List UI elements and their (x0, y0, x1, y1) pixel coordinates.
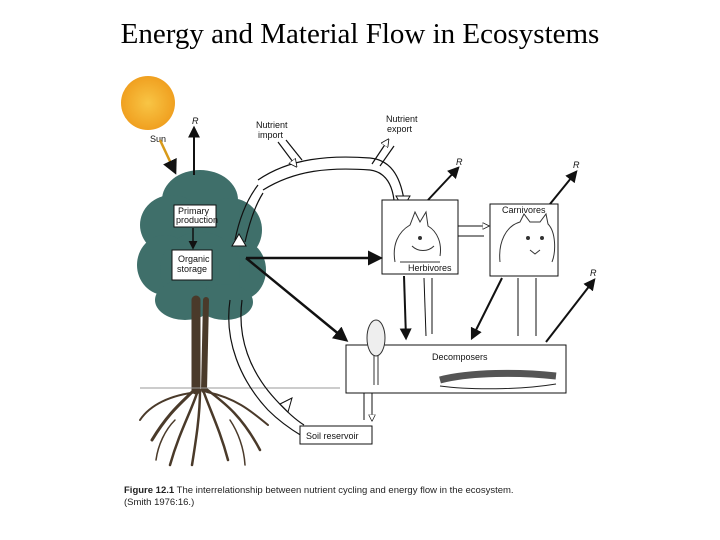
nutrient-export-label-1: Nutrient (386, 114, 418, 124)
sun-label: Sun (150, 134, 166, 144)
herbivore-respiration-arrow (427, 166, 460, 201)
decomposers-box (345, 344, 567, 394)
herbivores-to-decomposers-arrow (399, 275, 412, 341)
figure-caption: Figure 12.1 The interrelationship betwee… (124, 485, 584, 509)
slide-title: Energy and Material Flow in Ecosystems (120, 18, 600, 50)
mushroom-icon (366, 319, 386, 385)
loop-arrowhead-left (231, 233, 247, 247)
sun-icon (121, 76, 175, 130)
primary-production-label-1: Primary (178, 206, 209, 216)
carnivore-respiration-label: R (573, 160, 580, 170)
sunlight-arrow (158, 139, 177, 175)
nutrient-export-label-2: export (387, 124, 413, 134)
herbivore-respiration-label: R (456, 157, 463, 167)
organic-storage-label-1: Organic (178, 254, 210, 264)
soil-reservoir-label: Soil reservoir (306, 431, 359, 441)
primary-production-label-2: production (176, 215, 218, 225)
organic-storage-label-2: storage (177, 264, 207, 274)
carnivore-respiration-arrow (549, 170, 578, 205)
carnivores-to-decomposers-arrow (470, 277, 503, 341)
nutrient-import-label-1: Nutrient (256, 120, 288, 130)
nutrient-cycle-loop (228, 156, 405, 437)
decomposer-respiration-label: R (590, 268, 597, 278)
tree-respiration-label: R (192, 116, 199, 126)
nutrient-import-label-2: import (258, 130, 284, 140)
soil-reservoir-box (299, 425, 373, 445)
organic-storage-box (171, 249, 213, 281)
loop-arrowhead-bottom (279, 397, 293, 413)
tree-trunk (139, 295, 269, 467)
millipede-icon (439, 369, 557, 390)
decomposers-label: Decomposers (432, 352, 488, 362)
carnivores-label: Carnivores (502, 205, 546, 215)
caption-figure-number: Figure 12.1 (124, 485, 175, 496)
primary-production-box (173, 204, 217, 228)
caption-text: The interrelationship between nutrient c… (176, 485, 514, 496)
deer-icon (393, 210, 441, 263)
nutrient-import-arrow (277, 141, 296, 166)
nutrient-export-arrow (371, 140, 388, 165)
cat-icon (499, 212, 556, 263)
herbivores-label: Herbivores (408, 263, 452, 273)
storage-to-decomposers-arrow (245, 257, 349, 342)
tree-foliage (137, 170, 266, 320)
decomposer-respiration-arrow (545, 278, 596, 343)
caption-source: (Smith 1976:16.) (124, 497, 195, 508)
